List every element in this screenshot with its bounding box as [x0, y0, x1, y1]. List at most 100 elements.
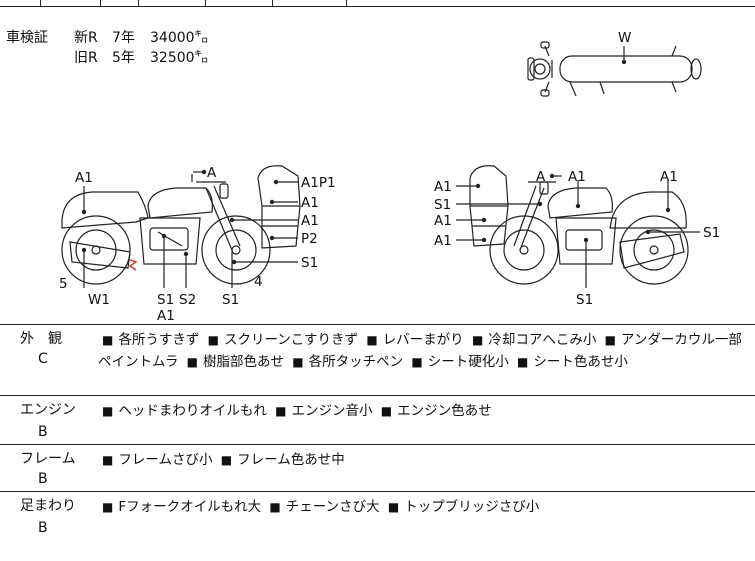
shaken-distance: 32500㌔: [150, 50, 209, 66]
defect-item: ■ トップブリッジさび小: [384, 499, 539, 515]
defect-item: ■ チェーンさび大: [265, 499, 379, 515]
section-suspension: 足まわり B ■ Fフォークオイルもれ大 ■ チェーンさび大 ■ トップブリッジさび小: [0, 492, 755, 561]
defect-item: ■ ヘッドまわりオイルもれ: [98, 403, 267, 419]
defect-item: ■ 冷却コアへこみ小: [468, 332, 596, 348]
label-top-view: W: [618, 30, 631, 46]
shaken-year: 7年: [112, 30, 135, 46]
section-items: ■ フレームさび小 ■ フレーム色あせ中: [98, 449, 748, 471]
defect-text: チェーンさび大: [285, 499, 380, 515]
defect-text: 各所タッチペン: [308, 354, 404, 370]
defect-text: スクリーンこすりきず: [223, 332, 359, 348]
defect-item: ■ 樹脂部色あせ: [183, 354, 284, 370]
label: A1: [301, 195, 319, 211]
bullet-square-icon: ■: [471, 333, 484, 347]
defect-item: ■ スクリーンこすりきず: [204, 332, 358, 348]
label: W1: [88, 292, 110, 308]
bullet-square-icon: ■: [102, 453, 114, 467]
right-side-motorcycle-icon: [469, 165, 689, 285]
bullet-square-icon: ■: [269, 500, 281, 514]
bullet-square-icon: ■: [102, 404, 114, 418]
defect-text: シート色あせ小: [533, 354, 628, 370]
bullet-square-icon: ■: [517, 355, 529, 369]
section-category: フレーム: [20, 451, 76, 467]
defect-text: Fフォークオイルもれ大: [118, 499, 262, 515]
defect-item: ■ シート色あせ小: [513, 354, 628, 370]
leader-lines: [83, 171, 700, 288]
defect-item: ■ フレームさび小: [98, 452, 212, 468]
bullet-square-icon: ■: [102, 500, 114, 514]
bullet-square-icon: ■: [366, 333, 378, 347]
label: A1: [301, 213, 319, 229]
shaken-label: 車検証: [6, 30, 48, 46]
section-grade: B: [38, 424, 48, 440]
bullet-square-icon: ■: [186, 355, 198, 369]
label: S1: [434, 197, 451, 213]
header-cells-remnant: [0, 0, 755, 7]
section-grade: B: [38, 471, 48, 487]
label: A1: [660, 169, 678, 185]
shaken-era: 旧R: [74, 50, 98, 66]
label: S2: [179, 292, 196, 308]
shaken-era: 新R: [74, 30, 98, 46]
section-category: 足まわり: [20, 498, 76, 514]
defect-item: ■アンダーカウル一部ペイントムラ: [98, 332, 742, 370]
defect-text: フレーム色あせ中: [237, 452, 345, 468]
label: 4: [254, 274, 263, 290]
label: A1: [568, 169, 586, 185]
damage-markers: [81, 59, 671, 265]
bullet-square-icon: ■: [380, 404, 393, 418]
label: A: [207, 165, 217, 181]
red-mark-icon: [128, 259, 138, 271]
defect-item: ■ エンジン音小: [271, 403, 372, 419]
label: S1: [301, 255, 318, 271]
defect-item: ■エンジン色あせ: [377, 403, 492, 419]
shaken-row-old: 旧R 5年 32500㌔: [74, 48, 209, 68]
bullet-square-icon: ■: [411, 355, 423, 369]
defect-text: トップブリッジさび小: [404, 499, 540, 515]
label: A1: [434, 233, 452, 249]
bullet-square-icon: ■: [275, 404, 287, 418]
bullet-square-icon: ■: [102, 333, 114, 347]
defect-text: ヘッドまわりオイルもれ: [118, 403, 267, 419]
section-exterior: 外 観 C ■各所うすきず ■スクリーンこすりきず ■レバーまがり ■冷却コアへ…: [0, 325, 755, 396]
defect-text: シート硬化小: [427, 354, 509, 370]
label: S1: [576, 292, 593, 308]
section-category: 外 観: [20, 331, 62, 347]
defect-text: エンジン音小: [291, 403, 373, 419]
motorcycle-diagrams: W A1 A A1P1 A1 A1 P2 S1 4 5 W1 S1 S2 A1 …: [59, 30, 720, 324]
bullet-square-icon: ■: [220, 453, 233, 467]
label: A1: [157, 308, 175, 324]
bullet-square-icon: ■: [387, 500, 400, 514]
top-view-motorcycle-icon: [527, 41, 702, 97]
section-category: エンジン: [20, 402, 76, 418]
section-engine: エンジン B ■ ヘッドまわりオイルもれ ■ エンジン音小 ■エンジン色あせ: [0, 396, 755, 445]
defect-text: 樹脂部色あせ: [202, 354, 284, 370]
defect-item: ■ Fフォークオイルもれ大: [98, 499, 261, 515]
defect-item: ■ シート硬化小: [407, 354, 508, 370]
section-items: ■ 各所うすきず ■ スクリーンこすりきず ■ レバーまがり ■ 冷却コアへこみ小 ■ア…: [98, 329, 748, 373]
defect-text: アンダーカウル一部ペイントムラ: [98, 332, 742, 370]
label: S1: [157, 292, 174, 308]
defect-text: レバーまがり: [382, 332, 464, 348]
section-items: ■ ヘッドまわりオイルもれ ■ エンジン音小 ■エンジン色あせ: [98, 400, 748, 422]
defect-item: ■ 各所うすきず: [98, 332, 199, 348]
label: 5: [59, 276, 68, 292]
defect-item: ■ レバーまがり: [362, 332, 463, 348]
bullet-square-icon: ■: [604, 333, 616, 347]
label: S1: [222, 292, 239, 308]
shaken-year: 5年: [112, 50, 135, 66]
left-side-motorcycle-icon: [61, 165, 301, 285]
label: P2: [301, 231, 318, 247]
defect-item: ■各所タッチペン: [288, 354, 403, 370]
section-grade: B: [38, 520, 48, 536]
label: A1: [75, 170, 93, 186]
defect-text: 各所うすきず: [118, 332, 200, 348]
bullet-square-icon: ■: [207, 333, 219, 347]
label: A: [536, 169, 546, 185]
defect-text: フレームさび小: [118, 452, 213, 468]
defect-text: 冷却コアへこみ小: [488, 332, 597, 348]
label: A1: [434, 179, 452, 195]
